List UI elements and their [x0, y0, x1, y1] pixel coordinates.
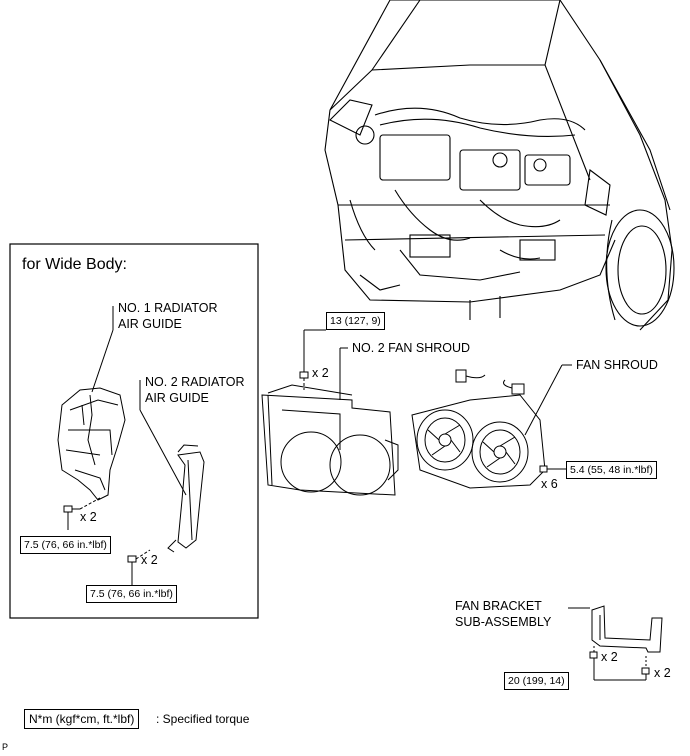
torque-spec-bracket: 20 (199, 14)	[504, 672, 569, 690]
bolt-bracket-b	[641, 656, 650, 675]
fan-bracket-label: FAN BRACKET SUB-ASSEMBLY	[455, 599, 552, 629]
no1-radiator-air-guide-part	[57, 387, 126, 501]
no2-fan-shroud-label: NO. 2 FAN SHROUD	[352, 341, 471, 355]
vehicle-front-illustration	[324, 0, 675, 331]
torque-spec-fan-shroud: 5.4 (55, 48 in.*lbf)	[566, 461, 657, 479]
figure-code: P	[2, 742, 9, 752]
torque-spec-left: 7.5 (76, 66 in.*lbf)	[20, 536, 111, 554]
fan-shroud-label: FAN SHROUD	[576, 358, 658, 372]
fan-bracket-part	[591, 605, 663, 653]
torque-spec-bottom: 7.5 (76, 66 in.*lbf)	[86, 585, 177, 603]
bracket-qty-a: x 2	[601, 650, 618, 664]
connector-left	[455, 369, 486, 383]
torque-unit-legend-text: : Specified torque	[156, 712, 250, 726]
torque-left-qty: x 2	[80, 510, 97, 524]
no2-fan-shroud-part	[261, 384, 399, 496]
torque-spec-top: 13 (127, 9)	[326, 312, 385, 330]
no2-radiator-air-guide-label: NO. 2 RADIATOR AIR GUIDE	[145, 375, 245, 405]
no2-radiator-air-guide-part	[167, 444, 205, 553]
bracket-qty-b: x 2	[654, 666, 671, 680]
torque-bottom-qty: x 2	[141, 553, 158, 567]
wide-body-title: for Wide Body:	[22, 256, 127, 273]
connector-right	[503, 379, 525, 395]
torque-unit-legend-box: N*m (kgf*cm, ft.*lbf)	[24, 709, 140, 729]
bolt-bracket-a	[589, 646, 598, 659]
wide-body-frame	[9, 243, 259, 619]
fan-shroud-part	[411, 394, 546, 489]
torque-top-qty: x 2	[312, 366, 329, 380]
bolt-fan-shroud	[539, 465, 566, 473]
no1-radiator-air-guide-label: NO. 1 RADIATOR AIR GUIDE	[118, 301, 218, 331]
torque-fan-shroud-qty: x 6	[541, 477, 558, 491]
